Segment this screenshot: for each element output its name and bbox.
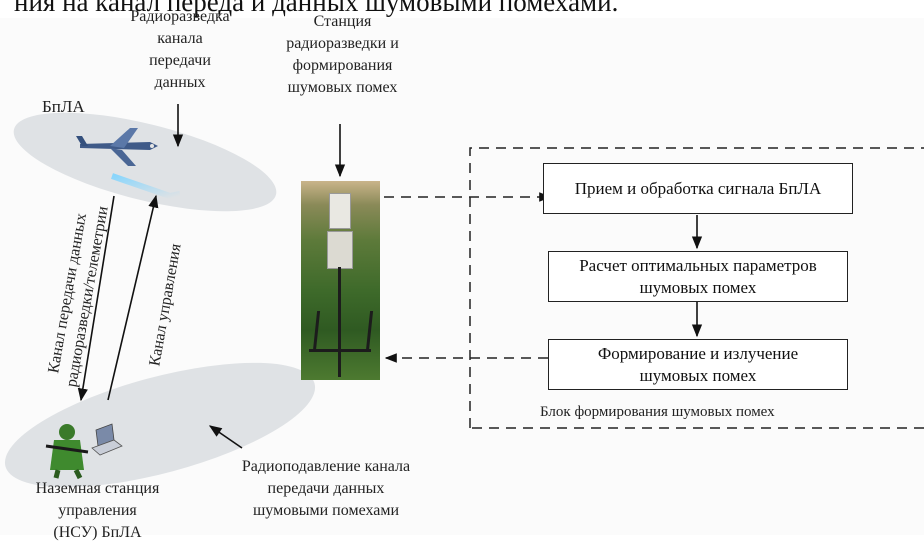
suppression-label: Радиоподавление канала передачи данных ш… [241, 458, 411, 519]
header-text: ния на канал переда и данных шумовыми по… [14, 0, 619, 17]
header-caption-fragment: ния на канал переда и данных шумовыми по… [0, 0, 924, 18]
station-photo [301, 181, 380, 380]
suppression-arrow [208, 425, 243, 449]
ground-zone-ellipse [4, 362, 316, 488]
station-label: Станция радиоразведки и формирования шум… [286, 13, 399, 96]
block-title-label: Блок формирования шумовых помех [540, 404, 775, 420]
recon-channel-label: Радиоразведка канала передачи данных [130, 8, 230, 91]
form-process-box: Формирование и излучение шумовых помех [548, 339, 848, 390]
uav-label: БпЛА [42, 97, 85, 116]
soldier-icon [45, 424, 89, 480]
calc-process-box: Расчет оптимальных параметров шумовых по… [548, 251, 848, 302]
ground-station-label: Наземная станция управления (НСУ) БпЛА [35, 480, 160, 541]
block-dashed-border [469, 147, 924, 429]
laptop-icon [91, 423, 123, 456]
data-channel-arrow [77, 195, 115, 402]
uav-aircraft-icon [76, 128, 181, 200]
control-channel-arrow [107, 194, 159, 401]
receive-process-box: Прием и обработка сигнала БпЛА [543, 163, 853, 214]
